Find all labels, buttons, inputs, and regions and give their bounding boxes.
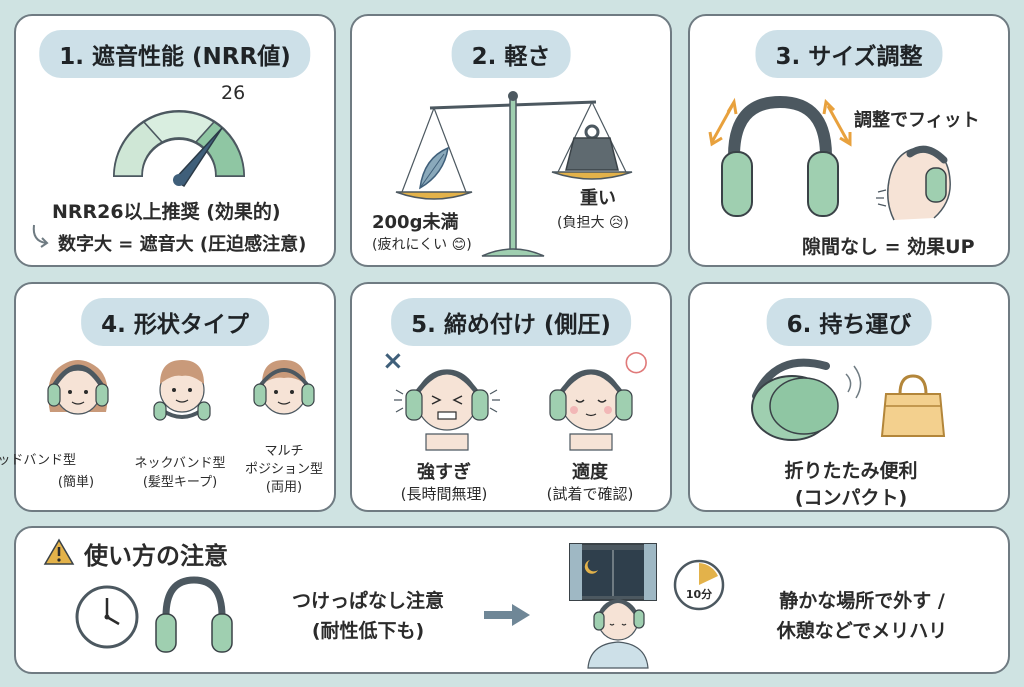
type-neckband-line1: ネックバンド型: [134, 456, 226, 471]
card-size-adjust: 3. サイズ調整 調整でフィット 隙間なし = 効果UP: [688, 14, 1010, 267]
child-multi-icon: [253, 360, 315, 415]
card-usage-caution: 使い方の注意 つけっぱなし注意 (耐性低下も) 10分 静かな場所で外す /: [14, 526, 1010, 674]
fit-label: 調整でフィット: [854, 110, 980, 131]
curved-arrow-icon: [32, 224, 49, 248]
bad-label: 強すぎ: [417, 462, 471, 483]
type-multi-line3: (両用): [265, 480, 303, 495]
type-multi-line2: ポジション型: [244, 462, 324, 477]
card-line1: 折りたたみ便利: [784, 460, 918, 482]
card-title: 3. サイズ調整: [755, 30, 943, 78]
card-title: 4. 形状タイプ: [81, 298, 269, 346]
right-label: 重い: [580, 188, 616, 209]
good-label: 適度: [572, 462, 608, 483]
card-title: 5. 締め付け (側圧): [391, 298, 631, 346]
bad-sub: (長時間無理): [400, 485, 488, 503]
bad-mark: ×: [382, 346, 404, 376]
timer-label: 10分: [685, 588, 713, 601]
boy-neckband-icon: [153, 360, 211, 421]
clock-icon: [75, 585, 139, 649]
handbag-icon: [880, 374, 946, 437]
caution-title: 使い方の注意: [84, 542, 228, 570]
arrow-right-icon: [484, 604, 530, 626]
type-multi-line1: マルチ: [264, 444, 304, 459]
card-line2: (コンパクト): [794, 487, 908, 509]
right-line2: 休憩などでメリハリ: [776, 620, 948, 642]
weight-icon: [565, 124, 619, 171]
person-removing-icon: [587, 599, 649, 669]
good-mark: ○: [624, 344, 649, 377]
gauge-value: 26: [221, 82, 246, 104]
girl-headband-icon: [47, 360, 109, 415]
right-sub: (負担大 😥): [557, 215, 629, 231]
head-profile-icon: [876, 145, 951, 221]
good-sub: (試着で確認): [546, 485, 634, 503]
card-line1: NRR26以上推奨 (効果的): [52, 201, 281, 223]
type-headband-line2: (簡単): [57, 475, 95, 490]
card-noise-reduction: 1. 遮音性能 (NRR値) 26 NRR26以上推奨 (効果的) 数字大 = …: [14, 14, 336, 267]
earmuffs-icon: [155, 576, 233, 653]
pained-face-icon: [394, 369, 500, 451]
middle-line2: (耐性低下も): [311, 620, 425, 642]
left-label: 200g未満: [372, 212, 459, 233]
middle-line1: つけっぱなし注意: [291, 590, 445, 612]
card-shape-types: 4. 形状タイプ ヘッドバンド型 ヘッドバンド型 (簡単) ネックバンド型 (髪…: [0, 282, 336, 512]
card-title: 6. 持ち運び: [766, 298, 932, 346]
gauge-icon: [112, 110, 246, 188]
relaxed-face-icon: [549, 369, 633, 451]
card-line2: 数字大 = 遮音大 (圧迫感注意): [58, 234, 307, 255]
card-title: 1. 遮音性能 (NRR値): [39, 30, 311, 78]
headphones-icon: [721, 95, 839, 217]
type-neckband-line2: (髪型キープ): [142, 475, 218, 490]
balance-scale-icon: [395, 91, 633, 257]
right-line1: 静かな場所で外す /: [779, 590, 945, 612]
card-weight: 2. 軽さ 200g未満 (疲れにくい 😊) 重い (負担大 😥): [350, 14, 672, 267]
adjust-arrow-icon: [708, 97, 852, 147]
card-title: 2. 軽さ: [451, 30, 571, 78]
warning-icon: [43, 538, 75, 565]
card-clamping-force: 5. 締め付け (側圧) × ○ 強すぎ (長時間無理) 適度 (試着で確認): [350, 282, 672, 512]
type-line: ヘッドバンド型: [0, 453, 76, 468]
card-portability: 6. 持ち運び 折りたたみ便利 (コンパクト): [688, 282, 1010, 512]
left-sub: (疲れにくい 😊): [372, 237, 472, 253]
feather-icon: [419, 146, 449, 190]
bottom-label: 隙間なし = 効果UP: [802, 236, 975, 258]
window-night-icon: [569, 543, 657, 601]
timer-icon: [673, 559, 725, 611]
type-headband-label: ヘッドバンド型: [0, 452, 122, 470]
folded-earmuffs-icon: [751, 358, 862, 441]
